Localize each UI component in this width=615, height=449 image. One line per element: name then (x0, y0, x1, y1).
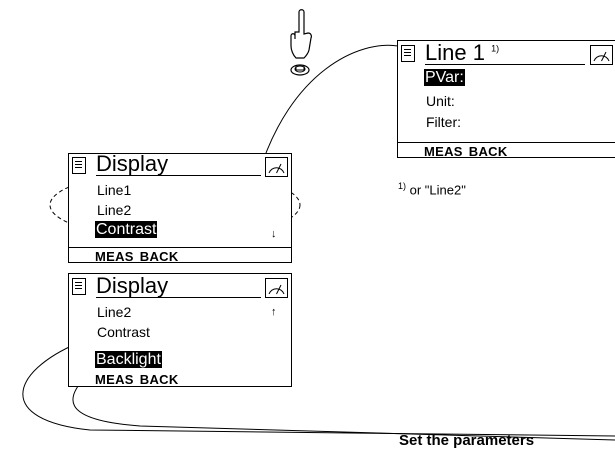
title-underline (96, 297, 261, 298)
selected-item-label: Contrast (95, 221, 157, 238)
document-icon (72, 157, 86, 174)
meas-softkey[interactable]: MEAS (95, 372, 134, 387)
menu-item-pvar-selected[interactable]: PVar: (424, 70, 465, 86)
gauge-icon (265, 278, 288, 298)
gauge-icon (590, 45, 613, 65)
title-underline (425, 64, 585, 65)
display-menu-screen-2: Display Line2 ↑ Contrast Backlight MEAS B… (68, 273, 292, 387)
menu-item-line2[interactable]: Line2 (97, 203, 131, 217)
menu-item-contrast-selected[interactable]: Contrast (95, 222, 157, 238)
scroll-down-arrow-icon: ↓ (271, 229, 277, 240)
softkey-bar: MEAS BACK (69, 371, 291, 386)
menu-item-backlight-selected[interactable]: Backlight (95, 352, 162, 368)
display-menu-2-title: Display (96, 275, 168, 297)
footnote-text: or "Line2" (410, 182, 466, 197)
line-menu-footnote-mark: 1) (491, 44, 499, 54)
softkey-bar: MEAS BACK (398, 142, 615, 157)
selected-item-label: PVar: (424, 69, 465, 86)
scroll-up-arrow-icon: ↑ (271, 307, 277, 318)
document-icon (72, 278, 86, 295)
title-underline (96, 175, 261, 176)
document-icon (401, 45, 415, 62)
gauge-icon (265, 157, 288, 177)
line-menu-screen: Line 1 1) PVar: Unit: Filter: MEAS BACK (397, 40, 615, 158)
menu-item-filter[interactable]: Filter: (426, 115, 461, 129)
display-menu-1-title: Display (96, 153, 168, 175)
footnote: 1) or "Line2" (398, 181, 466, 197)
back-softkey[interactable]: BACK (140, 249, 179, 264)
line-menu-title-text: Line 1 (425, 40, 485, 65)
meas-softkey[interactable]: MEAS (424, 144, 463, 159)
menu-item-contrast[interactable]: Contrast (97, 325, 150, 339)
pointing-hand-icon (284, 8, 318, 78)
caption: Set the parameters (399, 432, 534, 449)
menu-item-unit[interactable]: Unit: (426, 94, 455, 108)
menu-item-line1[interactable]: Line1 (97, 183, 131, 197)
selected-item-label: Backlight (95, 351, 162, 368)
menu-item-line2[interactable]: Line2 (97, 305, 131, 319)
back-softkey[interactable]: BACK (140, 372, 179, 387)
footnote-mark: 1) (398, 181, 406, 191)
meas-softkey[interactable]: MEAS (95, 249, 134, 264)
back-softkey[interactable]: BACK (469, 144, 508, 159)
line-menu-title: Line 1 1) (425, 42, 499, 64)
softkey-bar: MEAS BACK (69, 247, 291, 262)
display-menu-screen-1: Display Line1 Line2 Contrast ↓ MEAS BACK (68, 153, 292, 263)
